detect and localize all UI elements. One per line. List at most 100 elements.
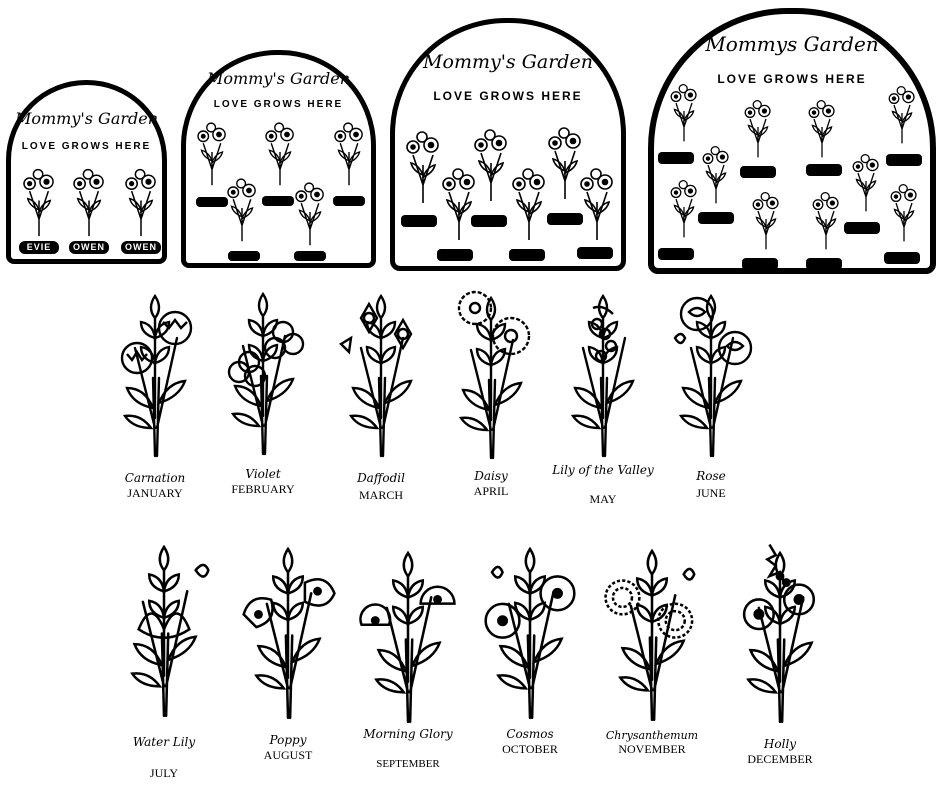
sign-medium: Mommy's Garden LOVE GROWS HERE <box>181 50 376 268</box>
name-slot <box>262 196 294 206</box>
chrysanthemum-icon <box>604 532 696 722</box>
lily-of-the-valley-icon <box>548 278 658 458</box>
bouquet-icon <box>403 121 443 209</box>
daisy-icon <box>457 290 531 460</box>
flower-card-carnation: Carnation JANUARY <box>100 278 210 500</box>
carnation-icon <box>120 278 193 458</box>
daffodil-icon <box>339 278 413 458</box>
flower-card-morning-glory: Morning Glory SEPTEMBER <box>346 534 470 774</box>
name-slot <box>844 222 880 234</box>
bouquet-icon <box>750 182 782 256</box>
bouquet-icon <box>439 158 479 246</box>
poppy-icon <box>242 530 336 720</box>
sign-title: Mommy's Garden <box>423 51 593 73</box>
sign-subtitle: LOVE GROWS HERE <box>433 89 583 103</box>
flower-month: OCTOBER <box>502 742 558 756</box>
name-tag: OWEN <box>121 241 161 254</box>
flower-name: Daisy <box>474 469 508 483</box>
flower-name: Violet <box>245 467 281 481</box>
flower-month: JUNE <box>696 486 726 500</box>
sign-title: Mommys Garden <box>705 32 879 56</box>
violet-icon <box>227 276 305 456</box>
name-slot <box>658 248 694 260</box>
flower-name: Carnation <box>124 471 186 485</box>
name-tag: OWEN <box>69 241 109 254</box>
bouquet-icon <box>69 163 109 238</box>
bouquet-icon <box>850 144 882 218</box>
name-slot <box>884 252 920 264</box>
flower-name: Cosmos <box>506 727 554 741</box>
flower-month: AUGUST <box>263 748 313 762</box>
name-slot <box>740 166 776 178</box>
name-slot <box>401 215 437 227</box>
flower-name: Lily of the Valley <box>552 463 654 477</box>
name-slot <box>509 249 545 261</box>
flower-month: JANUARY <box>127 486 183 500</box>
water-lily-icon <box>104 528 210 718</box>
flower-name: Chrysanthemum <box>605 729 699 742</box>
flower-name: Morning Glory <box>363 727 453 741</box>
sign-subtitle: LOVE GROWS HERE <box>717 72 867 86</box>
sign-extra-large: Mommys Garden LOVE GROWS HERE <box>648 8 936 274</box>
name-slot <box>886 154 922 166</box>
bouquet-icon <box>668 170 700 244</box>
sign-subtitle: LOVE GROWS HERE <box>213 99 344 110</box>
bouquet-icon <box>19 163 59 238</box>
name-slot <box>228 251 260 261</box>
flower-name: Holly <box>763 737 797 751</box>
flower-card-poppy: Poppy AUGUST <box>228 530 348 766</box>
name-slot <box>577 247 613 259</box>
flower-card-chrysanthemum: Chrysanthemum NOVEMBER <box>590 532 714 762</box>
rose-icon <box>673 278 753 458</box>
holly-icon <box>742 543 816 724</box>
name-slot <box>294 251 326 261</box>
flower-card-holly: Holly DECEMBER <box>718 534 842 768</box>
bouquet-icon <box>292 177 328 247</box>
bouquet-icon <box>121 163 161 238</box>
bouquet-icon <box>224 173 260 243</box>
name-slot <box>742 258 778 270</box>
flower-name: Poppy <box>269 733 307 747</box>
name-slot <box>806 258 842 270</box>
sign-large: Mommy's Garden LOVE GROWS HERE <box>390 18 626 271</box>
bouquet-icon <box>806 90 838 164</box>
flower-month: SEPTEMBER <box>376 758 440 770</box>
bouquet-icon <box>886 76 918 150</box>
name-slot <box>698 212 734 224</box>
flower-month: DECEMBER <box>747 752 813 766</box>
bouquet-icon <box>700 136 732 210</box>
flower-name: Daffodil <box>357 471 405 485</box>
flower-card-lily-of-the-valley: Lily of the Valley MAY <box>548 278 658 506</box>
sign-small: Mommy's Garden LOVE GROWS HERE EVIE OWEN… <box>6 80 167 264</box>
sign-subtitle: LOVE GROWS HERE <box>21 141 152 152</box>
name-slot <box>196 197 228 207</box>
bouquet-icon <box>668 74 700 148</box>
name-slot <box>547 213 583 225</box>
name-slot <box>806 164 842 176</box>
flower-card-daffodil: Daffodil MARCH <box>326 278 436 502</box>
flower-month: FEBRUARY <box>231 482 295 496</box>
name-slot <box>471 215 507 227</box>
name-slot <box>333 196 365 206</box>
flower-name: Water Lily <box>132 735 196 749</box>
flower-card-violet: Violet FEBRUARY <box>208 276 318 498</box>
sign-title: Mommy's Garden <box>14 109 159 128</box>
morning-glory-icon <box>359 534 456 724</box>
flower-month: APRIL <box>473 484 509 498</box>
flower-month: MARCH <box>358 488 403 502</box>
cosmos-icon <box>484 530 576 720</box>
bouquet-icon <box>742 90 774 164</box>
flower-month: MAY <box>589 492 617 506</box>
flower-card-rose: Rose JUNE <box>656 278 766 500</box>
name-tag: EVIE <box>19 241 59 254</box>
bouquet-icon <box>331 117 367 187</box>
bouquet-icon <box>509 158 549 246</box>
name-slot <box>658 152 694 164</box>
bouquet-icon <box>577 158 617 246</box>
flower-card-daisy: Daisy APRIL <box>436 280 546 502</box>
sign-title: Mommy's Garden <box>206 69 351 88</box>
flower-month: NOVEMBER <box>618 742 686 756</box>
flower-month: JULY <box>149 766 179 780</box>
flower-card-cosmos: Cosmos OCTOBER <box>468 530 592 762</box>
name-slot <box>437 249 473 261</box>
